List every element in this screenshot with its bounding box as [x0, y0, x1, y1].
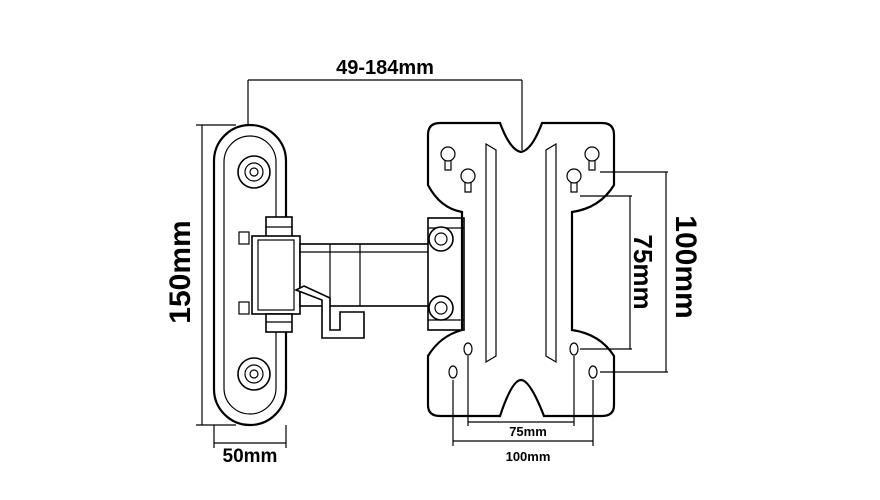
- wall-plate: [212, 123, 288, 427]
- wall-plate-width-label: 50mm: [223, 446, 278, 467]
- dimension-vesa-horizontal-small: 75mm: [467, 356, 575, 439]
- wall-plate-height-label: 150mm: [164, 220, 197, 323]
- vesa-mounting-holes: [448, 342, 598, 379]
- dimension-vesa-vertical-small: 75mm: [580, 195, 658, 350]
- vesa-keyhole-slots: [440, 146, 600, 193]
- vesa-horizontal-small-label: 75mm: [509, 424, 547, 439]
- vesa-horizontal-large-label: 100mm: [506, 449, 551, 464]
- tilt-bracket: [427, 217, 465, 331]
- vesa-vertical-small-label: 75mm: [628, 234, 658, 309]
- wall-plate-top-screw: [237, 155, 271, 189]
- swivel-arm: [251, 216, 431, 339]
- bracket-top-bolt: [428, 226, 454, 252]
- dimension-vesa-horizontal-large: 100mm: [452, 380, 594, 464]
- arm-extension-label: 49-184mm: [336, 57, 434, 79]
- dimension-arm-extension: 49-184mm: [247, 57, 523, 150]
- wall-plate-bottom-screw: [237, 357, 271, 391]
- vesa-plate: [426, 121, 616, 418]
- dimension-wall-plate-width: 50mm: [213, 425, 287, 467]
- dimension-vesa-vertical-large: 100mm: [600, 171, 702, 373]
- vesa-vertical-large-label: 100mm: [669, 215, 702, 318]
- dimension-wall-plate-height: 150mm: [164, 124, 236, 426]
- bracket-bottom-bolt: [428, 295, 454, 321]
